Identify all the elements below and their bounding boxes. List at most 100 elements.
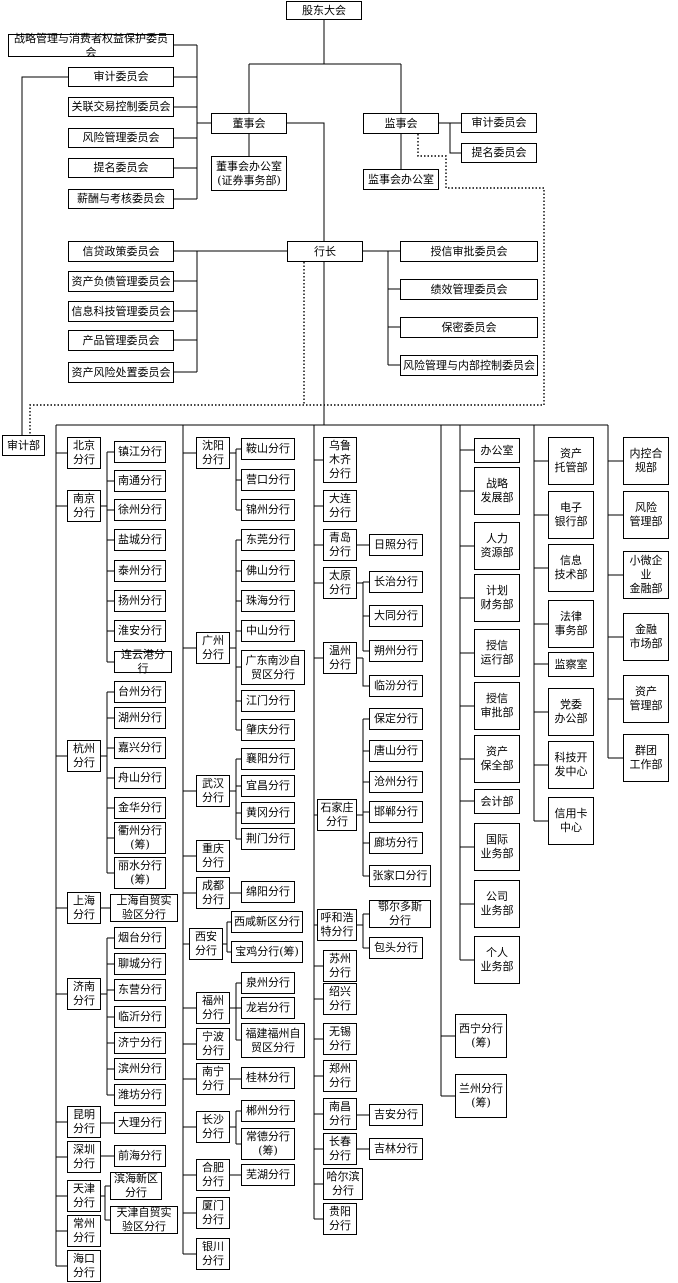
node-chongqing: 重庆 分行 bbox=[196, 840, 230, 872]
node-shenji-r: 审计委员会 bbox=[461, 113, 537, 133]
node-jiancha: 监察室 bbox=[548, 652, 594, 677]
node-lianyungang: 连云港分行 bbox=[114, 648, 172, 675]
node-quntuan: 群团 工作部 bbox=[623, 734, 669, 782]
node-tj-ftz: 天津自贸实 验区分行 bbox=[110, 1206, 178, 1234]
node-shouxin-yx: 授信 运行部 bbox=[474, 629, 520, 677]
line-changsha bbox=[230, 1110, 241, 1145]
node-fengxian-nb: 风险管理与内部控制委员会 bbox=[400, 355, 538, 376]
node-datong: 大同分行 bbox=[369, 605, 423, 627]
node-renli: 人力 资源部 bbox=[474, 522, 520, 570]
node-changzhi: 长治分行 bbox=[369, 571, 423, 593]
line-supervisor-committees bbox=[439, 122, 461, 154]
node-linfen: 临汾分行 bbox=[369, 675, 423, 697]
line-col6 bbox=[533, 425, 548, 822]
node-xian: 西安 分行 bbox=[189, 928, 223, 960]
node-linyi: 临沂分行 bbox=[114, 1006, 166, 1028]
node-guoji: 国际 业务部 bbox=[474, 823, 520, 871]
line-president-right bbox=[363, 250, 400, 366]
node-nantong: 南通分行 bbox=[114, 470, 166, 492]
node-falv: 法律 事务部 bbox=[548, 600, 594, 648]
line-top bbox=[248, 20, 402, 113]
node-suzhou: 苏州 分行 bbox=[323, 950, 357, 982]
node-huanggang: 黄冈分行 bbox=[241, 802, 295, 824]
line-wenzhou bbox=[357, 657, 369, 687]
node-chanpin: 产品管理委员会 bbox=[68, 330, 174, 351]
node-shenjibu: 审计部 bbox=[2, 435, 45, 456]
node-jinzhou: 锦州分行 bbox=[241, 499, 295, 521]
line-hangzhou bbox=[101, 691, 114, 874]
node-jianban: 监事会办公室 bbox=[363, 169, 439, 190]
node-anshan: 鞍山分行 bbox=[241, 438, 295, 460]
node-shenzhen: 深圳 分行 bbox=[67, 1141, 101, 1173]
node-changzhou: 常州 分行 bbox=[67, 1215, 101, 1247]
node-jian: 吉安分行 bbox=[369, 1104, 423, 1126]
node-jihua: 计划 财务部 bbox=[474, 574, 520, 622]
line-dotted-supervisor bbox=[29, 134, 545, 435]
node-zhuhai: 珠海分行 bbox=[241, 590, 295, 612]
node-qingdao: 青岛 分行 bbox=[323, 529, 357, 561]
node-ningbo: 宁波 分行 bbox=[196, 1028, 230, 1060]
node-xiaowei: 小微企业 金融部 bbox=[623, 551, 669, 599]
line-col4 bbox=[440, 425, 455, 1097]
node-rizhao: 日照分行 bbox=[369, 534, 423, 556]
node-zhanlue: 战略管理与消费者权益保护委员会 bbox=[8, 32, 174, 59]
node-zhangjiakou: 张家口分行 bbox=[369, 865, 431, 887]
node-xinxi-js: 信息 技术部 bbox=[548, 544, 594, 592]
node-zichan-gl: 资产 管理部 bbox=[623, 675, 669, 723]
node-jianshi: 监事会 bbox=[363, 113, 439, 134]
node-handan: 邯郸分行 bbox=[369, 801, 423, 823]
node-taiyuan: 太原 分行 bbox=[323, 567, 357, 599]
node-nanjing: 南京 分行 bbox=[67, 490, 101, 522]
node-mianyang: 绵阳分行 bbox=[241, 881, 295, 903]
node-zhenjiang: 镇江分行 bbox=[114, 441, 166, 463]
node-jinhua: 金华分行 bbox=[114, 797, 166, 819]
node-langfang: 廊坊分行 bbox=[369, 832, 423, 854]
node-dongying: 东营分行 bbox=[114, 979, 166, 1001]
node-neikong: 内控合 规部 bbox=[623, 437, 669, 485]
node-shenyang: 沈阳 分行 bbox=[196, 437, 230, 469]
node-bangongshi: 办公室 bbox=[474, 438, 520, 463]
node-dongshi: 董事会 bbox=[211, 113, 287, 134]
node-yancheng: 盐城分行 bbox=[114, 529, 166, 551]
node-jiangmen: 江门分行 bbox=[241, 690, 295, 712]
line-president-left bbox=[174, 250, 287, 373]
node-lanzhou: 兰州分行 (筹) bbox=[455, 1074, 507, 1118]
node-zhaoqing: 肇庆分行 bbox=[241, 719, 295, 741]
node-wuhu: 芜湖分行 bbox=[241, 1164, 295, 1186]
node-shouxin-sp: 授信 审批部 bbox=[474, 682, 520, 730]
node-jinrong: 金融 市场部 bbox=[623, 613, 669, 661]
line-tianjin bbox=[101, 1185, 110, 1221]
node-cangzhou: 沧州分行 bbox=[369, 771, 423, 793]
node-baoji: 宝鸡分行(筹) bbox=[231, 941, 303, 963]
node-xinyongka: 信用卡 中心 bbox=[548, 797, 594, 845]
line-nanchang-changchun bbox=[357, 1114, 369, 1150]
node-jiaxing: 嘉兴分行 bbox=[114, 737, 166, 759]
node-hefei: 合肥 分行 bbox=[196, 1159, 230, 1191]
line-col7 bbox=[607, 425, 623, 759]
node-changchun: 长春 分行 bbox=[323, 1133, 357, 1165]
node-guanlian: 关联交易控制委员会 bbox=[68, 97, 174, 117]
line-kunming-shenzhen bbox=[101, 1122, 114, 1157]
node-guiyang: 贵阳 分行 bbox=[323, 1203, 357, 1235]
line-taiyuan bbox=[357, 581, 369, 652]
node-dongguan: 东莞分行 bbox=[241, 529, 295, 551]
node-haerbin: 哈尔滨 分行 bbox=[323, 1168, 363, 1200]
node-kuaiji: 会计部 bbox=[474, 789, 520, 814]
node-yangzhou: 扬州分行 bbox=[114, 590, 166, 612]
line-board-president bbox=[287, 122, 325, 241]
line-col2 bbox=[182, 425, 196, 1255]
node-nanning: 南宁 分行 bbox=[196, 1063, 230, 1095]
line-huhehaote bbox=[357, 913, 369, 949]
line-col1 bbox=[55, 425, 67, 1267]
node-taizhou-js: 泰州分行 bbox=[114, 560, 166, 582]
line-jinan bbox=[101, 937, 114, 1096]
node-zichan-fz: 资产负债管理委员会 bbox=[68, 271, 174, 292]
node-zichan-fx: 资产风险处置委员会 bbox=[68, 362, 174, 383]
node-dali: 大理分行 bbox=[114, 1112, 166, 1134]
node-dalian: 大连 分行 bbox=[323, 490, 357, 522]
node-zhengzhou: 郑州 分行 bbox=[323, 1060, 357, 1092]
node-yantai: 烟台分行 bbox=[114, 927, 166, 949]
node-xiamen: 厦门 分行 bbox=[196, 1197, 230, 1229]
node-zichan-bq: 资产 保全部 bbox=[474, 735, 520, 783]
